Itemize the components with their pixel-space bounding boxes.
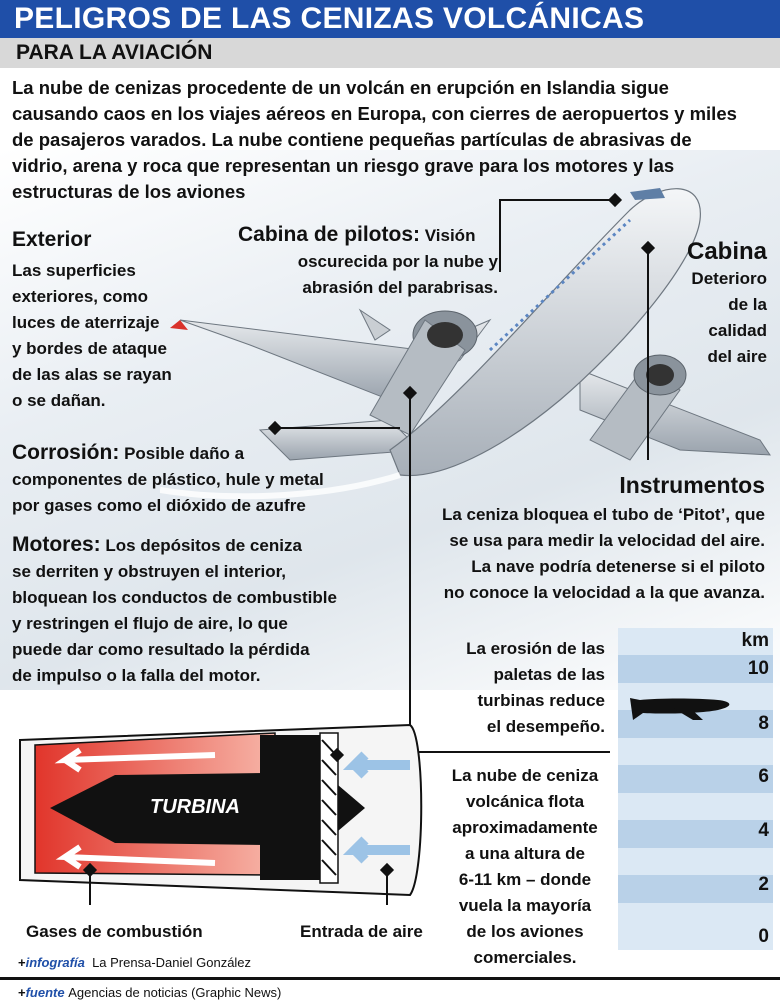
engines-text: Motores: Los depósitos de ceniza se derr…	[12, 533, 337, 685]
engines-heading: Motores:	[12, 533, 101, 556]
page-title: PELIGROS DE LAS CENIZAS VOLCÁNICAS	[14, 2, 645, 35]
ash-cloud-text: La nube de ceniza volcánica flota aproxi…	[451, 766, 599, 967]
intro-paragraph: La nube de cenizas procedente de un volc…	[12, 77, 737, 202]
turbine-label: TURBINA	[150, 796, 240, 818]
instruments-heading: Instrumentos	[619, 472, 765, 498]
air-intake-arrow	[342, 836, 410, 864]
air-intake-label: Entrada de aire	[300, 922, 423, 941]
instruments-text: La ceniza bloquea el tubo de ‘Pitot’, qu…	[441, 505, 765, 602]
altitude-tick-6: 6	[758, 766, 769, 787]
altitude-tick-0: 0	[758, 926, 769, 947]
air-intake-arrow	[342, 751, 410, 779]
altitude-bands	[618, 628, 773, 950]
cockpit-text: Cabina de pilotos: Visión oscurecida por…	[238, 223, 498, 297]
erosion-text: La erosión de las paletas de las turbina…	[466, 639, 605, 736]
infographic-credit: +infografía La Prensa-Daniel González	[18, 955, 252, 970]
cabin-block: Cabina Deterioro de la calidad del aire	[655, 238, 767, 370]
source-credit: +fuente Agencias de noticias (Graphic Ne…	[18, 985, 282, 1000]
corrosion-heading: Corrosión:	[12, 441, 120, 464]
combustion-gases-label: Gases de combustión	[26, 922, 203, 941]
altitude-tick-10: 10	[747, 658, 769, 679]
page-subtitle: PARA LA AVIACIÓN	[16, 41, 213, 64]
altitude-tick-4: 4	[758, 820, 769, 841]
turbine-diagram	[19, 723, 423, 905]
corrosion-text: Corrosión: Posible daño a componentes de…	[12, 441, 324, 515]
altitude-unit: km	[741, 630, 769, 651]
subtitle-bar	[0, 38, 780, 68]
footer-divider	[0, 977, 780, 980]
airplane-illustration	[160, 188, 771, 500]
title-bar	[0, 0, 780, 38]
turbine-core	[50, 773, 265, 845]
cabin-heading: Cabina	[686, 238, 767, 265]
altitude-tick-2: 2	[758, 874, 769, 895]
exterior-heading: Exterior	[12, 228, 92, 251]
cockpit-heading: Cabina de pilotos:	[238, 223, 421, 246]
exterior-text: Las superficies exteriores, como luces d…	[12, 261, 172, 410]
altitude-scale: km 10 8 6 4 2 0	[618, 628, 773, 950]
altitude-tick-8: 8	[758, 713, 769, 734]
